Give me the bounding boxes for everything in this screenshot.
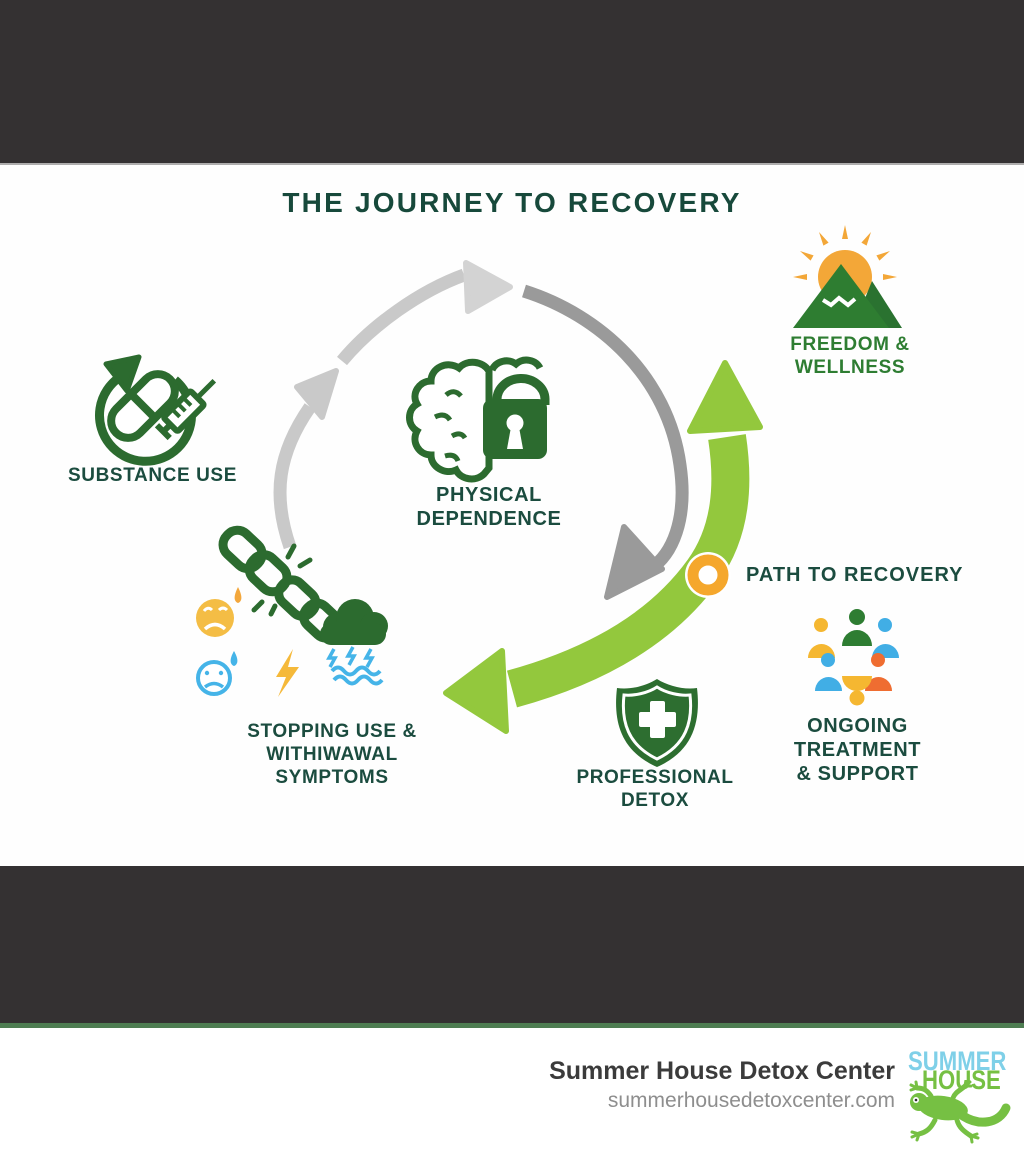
label-line: WITHIWAWAL	[266, 744, 398, 765]
storm-cloud-icon	[320, 599, 388, 686]
worried-face-icon	[196, 587, 242, 637]
label-line: STOPPING USE &	[247, 721, 417, 742]
label-line: TREATMENT	[793, 739, 922, 761]
arrowhead-left	[443, 648, 509, 734]
cycle-arrows	[273, 260, 689, 600]
substance-use-icon	[95, 354, 217, 466]
sun-rays	[793, 225, 897, 280]
label-substance-use: SUBSTANCE USE	[40, 464, 265, 487]
gecko-icon	[909, 1080, 1011, 1144]
lightning-bolt-icon	[276, 649, 299, 697]
arrowhead-up	[687, 360, 763, 434]
lock-icon	[483, 374, 550, 459]
people-group-icon	[808, 609, 899, 706]
label-professional-detox: PROFESSIONAL DETOX	[565, 766, 745, 812]
label-line: SYMPTOMS	[275, 767, 389, 788]
green-divider-line	[0, 1023, 1024, 1028]
summer-house-logo: SUMMER HOUSE	[905, 1046, 1017, 1150]
top-dark-band	[0, 0, 1024, 165]
label-line: PATH TO RECOVERY	[746, 564, 964, 586]
label-path-to-recovery: PATH TO RECOVERY	[746, 564, 996, 587]
label-line: WELLNESS	[794, 357, 906, 378]
brain-lock-icon	[406, 356, 550, 483]
organization-name: Summer House Detox Center	[549, 1057, 895, 1085]
rain-bolts	[326, 646, 375, 668]
label-line: SUBSTANCE USE	[68, 465, 237, 486]
footer: Summer House Detox Center summerhousedet…	[0, 1028, 1024, 1154]
label-ongoing-treatment: ONGOING TREATMENT & SUPPORT	[790, 714, 925, 786]
website-url: summerhousedetoxcenter.com	[607, 1089, 895, 1112]
label-line: ONGOING	[807, 715, 908, 737]
label-stopping-use: STOPPING USE & WITHIWAWAL SYMPTOMS	[232, 720, 432, 789]
page-title: THE JOURNEY TO RECOVERY	[282, 187, 742, 218]
break-sparks	[251, 543, 313, 617]
bottom-dark-band	[0, 866, 1024, 1023]
label-line: PROFESSIONAL	[576, 767, 734, 788]
path-marker-icon	[685, 552, 731, 598]
label-physical-dependence: PHYSICAL DEPENDENCE	[389, 483, 589, 531]
logo-text-summer: SUMMER	[908, 1046, 1007, 1076]
shield-cross-icon	[616, 679, 698, 767]
diagram-canvas	[95, 225, 902, 767]
infographic-area: THE JOURNEY TO RECOVERY SUBSTANCE USE PH…	[0, 165, 1024, 866]
tear-drop-icon	[230, 651, 238, 666]
pill-capsule-icon	[107, 370, 179, 442]
sad-face-icon	[196, 651, 238, 696]
label-freedom-wellness: FREEDOM & WELLNESS	[770, 333, 930, 379]
label-line: DETOX	[620, 790, 690, 811]
sweat-drop-icon	[234, 587, 242, 603]
label-line: DEPENDENCE	[416, 508, 562, 530]
label-line: FREEDOM &	[790, 334, 910, 355]
label-line: PHYSICAL	[436, 484, 542, 506]
syringe-icon	[154, 378, 217, 441]
label-line: & SUPPORT	[796, 763, 919, 785]
brain-icon	[406, 356, 544, 483]
sun-mountains-icon	[793, 225, 902, 328]
water-waves	[330, 665, 384, 686]
